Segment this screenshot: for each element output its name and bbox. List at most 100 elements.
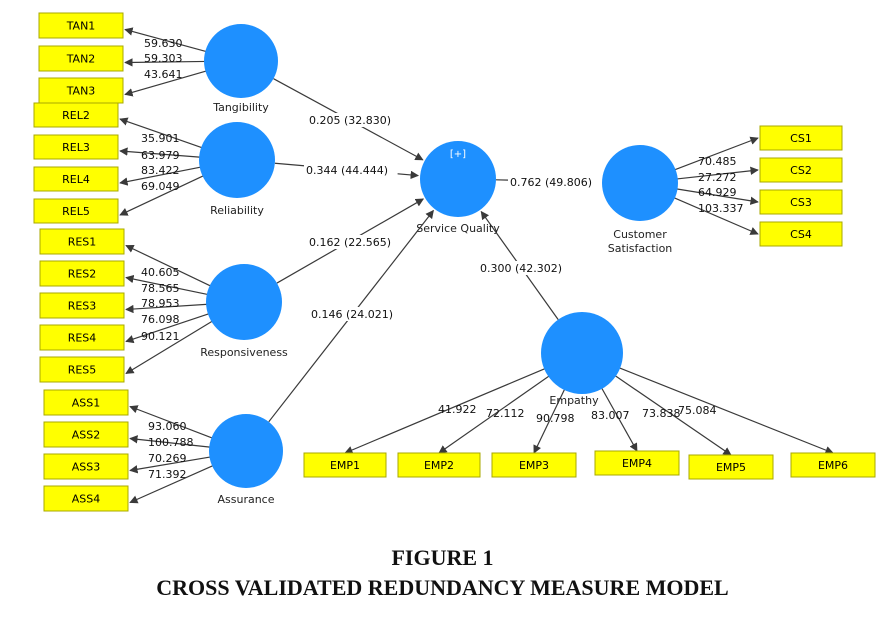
loading-value-res4: 76.098 xyxy=(141,313,180,326)
indicator-label-emp2: EMP2 xyxy=(424,459,454,472)
indicator-label-cs2: CS2 xyxy=(790,164,812,177)
loading-arrow-emp1 xyxy=(344,367,547,454)
construct-label-service-quality: Service Quality xyxy=(416,222,500,235)
indicator-box-res2 xyxy=(39,260,125,287)
indicator-label-tan3: TAN3 xyxy=(66,85,96,98)
indicator-label-ass1: ASS1 xyxy=(72,397,101,410)
loading-arrow-tan3 xyxy=(124,70,208,97)
indicator-box-ass2 xyxy=(43,421,129,448)
expand-badge[interactable]: [+] xyxy=(450,149,466,160)
indicator-label-rel2: REL2 xyxy=(62,109,90,122)
loading-value-rel2: 35.901 xyxy=(141,132,180,145)
path-label-background xyxy=(508,175,602,189)
loading-value-cs1: 70.485 xyxy=(698,155,737,168)
loading-value-rel5: 69.049 xyxy=(141,180,180,193)
construct-label-customer-satisfaction-line2: Satisfaction xyxy=(608,242,673,255)
loading-arrow-res4 xyxy=(125,312,211,344)
loading-arrow-res1 xyxy=(125,244,212,287)
indicator-box-ass1 xyxy=(43,389,129,416)
indicator-label-ass3: ASS3 xyxy=(72,461,101,474)
loading-value-ass2: 100.788 xyxy=(148,436,194,449)
indicator-label-res3: RES3 xyxy=(68,300,97,313)
loading-arrow-res5 xyxy=(125,320,214,375)
loading-value-emp4: 83.007 xyxy=(591,409,630,422)
indicator-box-ass3 xyxy=(43,453,129,480)
construct-reliability xyxy=(199,122,275,198)
path-label-background xyxy=(307,113,401,127)
loading-arrow-rel3 xyxy=(119,147,202,158)
construct-tangibility xyxy=(204,24,278,98)
indicator-box-emp4 xyxy=(594,450,680,476)
indicator-label-emp4: EMP4 xyxy=(622,457,652,470)
indicator-box-ass4 xyxy=(43,485,129,512)
path-coefficient-service-quality: 0.762 (49.806) xyxy=(510,176,592,189)
indicator-box-rel4 xyxy=(33,166,119,192)
indicator-label-emp6: EMP6 xyxy=(818,459,848,472)
loading-value-res1: 40.605 xyxy=(141,266,180,279)
loading-arrow-emp6 xyxy=(618,366,834,455)
loading-value-rel3: 63.979 xyxy=(141,149,180,162)
path-label-background xyxy=(478,261,572,275)
loading-arrow-emp4 xyxy=(600,386,638,452)
loading-value-tan3: 43.641 xyxy=(144,68,183,81)
indicator-box-rel3 xyxy=(33,134,119,160)
indicator-label-cs3: CS3 xyxy=(790,196,812,209)
loading-value-emp5: 73.838 xyxy=(642,407,681,420)
indicator-label-rel3: REL3 xyxy=(62,141,90,154)
indicator-label-emp5: EMP5 xyxy=(716,461,746,474)
indicator-box-tan1 xyxy=(38,12,124,39)
indicator-box-emp3 xyxy=(491,452,577,478)
loading-value-cs3: 64.929 xyxy=(698,186,737,199)
loading-value-emp3: 90.798 xyxy=(536,412,575,425)
loading-arrow-emp5 xyxy=(613,374,732,456)
indicator-box-rel2 xyxy=(33,102,119,128)
indicator-box-emp1 xyxy=(303,452,387,478)
indicator-box-res3 xyxy=(39,292,125,319)
loading-value-ass1: 93.060 xyxy=(148,420,187,433)
figure-title: CROSS VALIDATED REDUNDANCY MEASURE MODEL xyxy=(156,575,729,600)
indicator-label-cs4: CS4 xyxy=(790,228,812,241)
path-label-background xyxy=(304,163,398,177)
loading-value-tan1: 59.630 xyxy=(144,37,183,50)
loading-arrow-cs4 xyxy=(672,196,759,235)
loading-arrow-ass3 xyxy=(129,456,212,474)
indicator-box-tan2 xyxy=(38,45,124,72)
loading-value-emp2: 72.112 xyxy=(486,407,525,420)
indicator-box-emp6 xyxy=(790,452,876,478)
construct-responsiveness xyxy=(206,264,282,340)
indicator-box-rel5 xyxy=(33,198,119,224)
indicator-label-ass2: ASS2 xyxy=(72,429,101,442)
path-coefficient-assurance: 0.146 (24.021) xyxy=(311,308,393,321)
indicator-box-emp5 xyxy=(688,454,774,480)
path-coefficient-responsiveness: 0.162 (22.565) xyxy=(309,236,391,249)
loading-value-res5: 90.121 xyxy=(141,330,180,343)
construct-customer-satisfaction xyxy=(602,145,678,221)
path-label-background xyxy=(309,307,403,321)
indicator-box-cs4 xyxy=(759,221,843,247)
indicator-label-rel4: REL4 xyxy=(62,173,90,186)
loading-value-cs2: 27.272 xyxy=(698,171,737,184)
loading-arrow-ass2 xyxy=(129,435,212,448)
indicator-label-res4: RES4 xyxy=(68,332,97,345)
loading-arrow-cs1 xyxy=(673,136,759,171)
loading-arrow-rel2 xyxy=(119,117,204,149)
indicator-label-rel5: REL5 xyxy=(62,205,90,218)
indicator-box-emp2 xyxy=(397,452,481,478)
loading-value-emp6: 75.084 xyxy=(678,404,717,417)
figure-number: FIGURE 1 xyxy=(391,545,494,570)
loading-arrow-cs2 xyxy=(675,166,759,180)
indicator-label-tan2: TAN2 xyxy=(66,53,96,66)
loading-value-ass4: 71.392 xyxy=(148,468,187,481)
loading-arrow-ass4 xyxy=(129,464,215,504)
loading-arrow-rel4 xyxy=(119,166,202,186)
construct-assurance xyxy=(209,414,283,488)
indicator-label-cs1: CS1 xyxy=(790,132,812,145)
indicator-box-res5 xyxy=(39,356,125,383)
construct-label-tangibility: Tangibility xyxy=(212,101,269,114)
loading-arrow-res3 xyxy=(125,303,209,314)
loading-arrow-tan2 xyxy=(124,58,207,67)
loading-value-res3: 78.953 xyxy=(141,297,180,310)
construct-label-reliability: Reliability xyxy=(210,204,264,217)
